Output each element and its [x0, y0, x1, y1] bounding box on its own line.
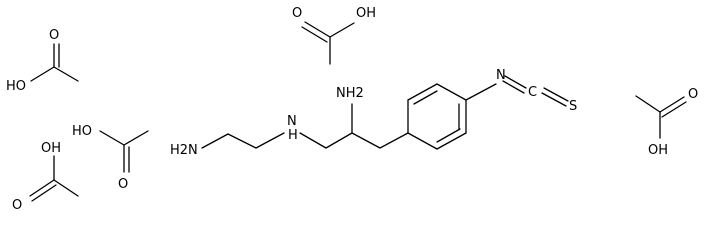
acetic-acid-bottom-left: OH O	[12, 141, 79, 213]
atom-label: H2N	[170, 143, 198, 158]
molecule-svg: HO O O OH HO O OH O	[6, 6, 698, 213]
atom-label: OH	[648, 143, 668, 158]
acetic-acid-top-left: HO O	[6, 28, 79, 94]
atom-label: N	[287, 114, 297, 129]
atom-label: OH	[41, 141, 61, 156]
atom-label: O	[49, 28, 59, 43]
atom-label: O	[118, 177, 128, 192]
acetic-acid-top-center: O OH	[292, 6, 376, 65]
acetic-acid-middle-left: HO O	[72, 124, 149, 192]
main-molecule: H2N N H NH2 N C S	[170, 68, 577, 158]
atom-label: N	[496, 68, 506, 83]
acetic-acid-right: O OH	[635, 87, 698, 158]
atom-label: HO	[72, 124, 92, 139]
atom-label: NH2	[336, 86, 364, 101]
atom-label: HO	[6, 79, 26, 94]
atom-label: C	[528, 85, 537, 100]
atom-label: O	[12, 198, 22, 213]
atom-label: OH	[356, 6, 376, 21]
atom-label: O	[292, 6, 302, 21]
atom-label: S	[569, 99, 577, 114]
atom-label: H	[288, 128, 298, 143]
structure-diagram: HO O O OH HO O OH O	[6, 6, 698, 213]
atom-label: O	[688, 87, 698, 102]
